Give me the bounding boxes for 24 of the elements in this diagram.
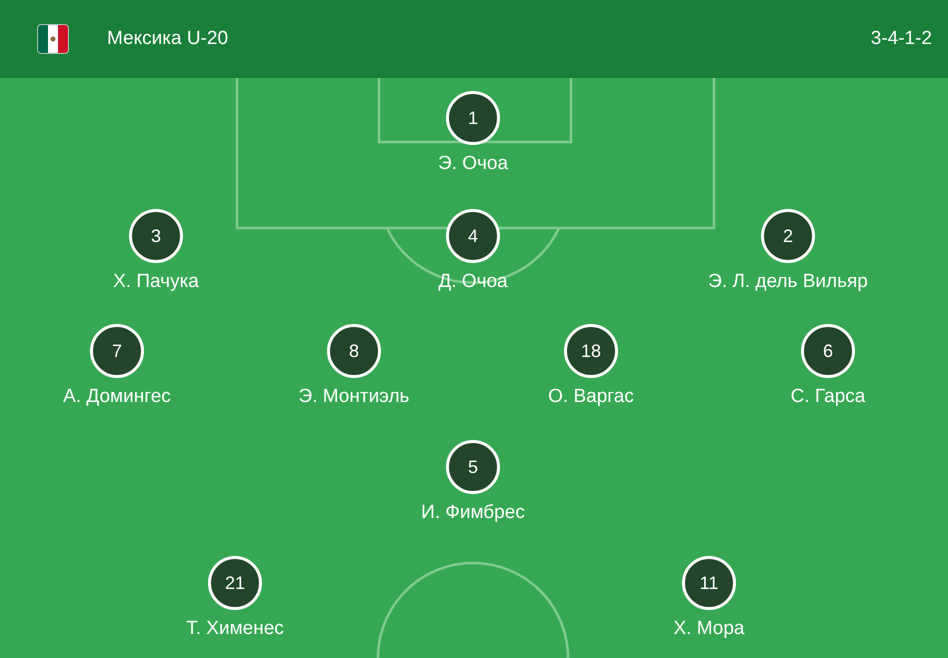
- player-number-circle: 18: [564, 324, 618, 378]
- team-name: Мексика U-20: [107, 28, 228, 50]
- player-number-circle: 4: [446, 209, 500, 263]
- player-name: Э. Монтиэль: [298, 386, 410, 408]
- player-number-circle: 11: [682, 556, 736, 610]
- player-name: Т. Хименес: [186, 618, 284, 640]
- player-number-circle: 8: [327, 324, 381, 378]
- player-name: И. Фимбрес: [421, 502, 525, 524]
- player-number-circle: 6: [801, 324, 855, 378]
- player-number-circle: 1: [446, 91, 500, 145]
- player-name: Д. Очоа: [438, 271, 508, 293]
- player-number-circle: 5: [446, 440, 500, 494]
- player-name: А. Домингес: [63, 386, 171, 408]
- player-number-circle: 7: [90, 324, 144, 378]
- player-name: Х. Пачука: [113, 271, 199, 293]
- player-name: О. Варгас: [548, 386, 634, 408]
- player-number-circle: 3: [129, 209, 183, 263]
- player-number-circle: 21: [208, 556, 262, 610]
- player-name: Х. Мора: [674, 618, 744, 640]
- player-name: Э. Л. дель Вильяр: [708, 271, 868, 293]
- player-name: Э. Очоа: [438, 153, 508, 175]
- player-number-circle: 2: [761, 209, 815, 263]
- player-name: С. Гарса: [790, 386, 866, 408]
- formation-label: 3-4-1-2: [870, 28, 932, 50]
